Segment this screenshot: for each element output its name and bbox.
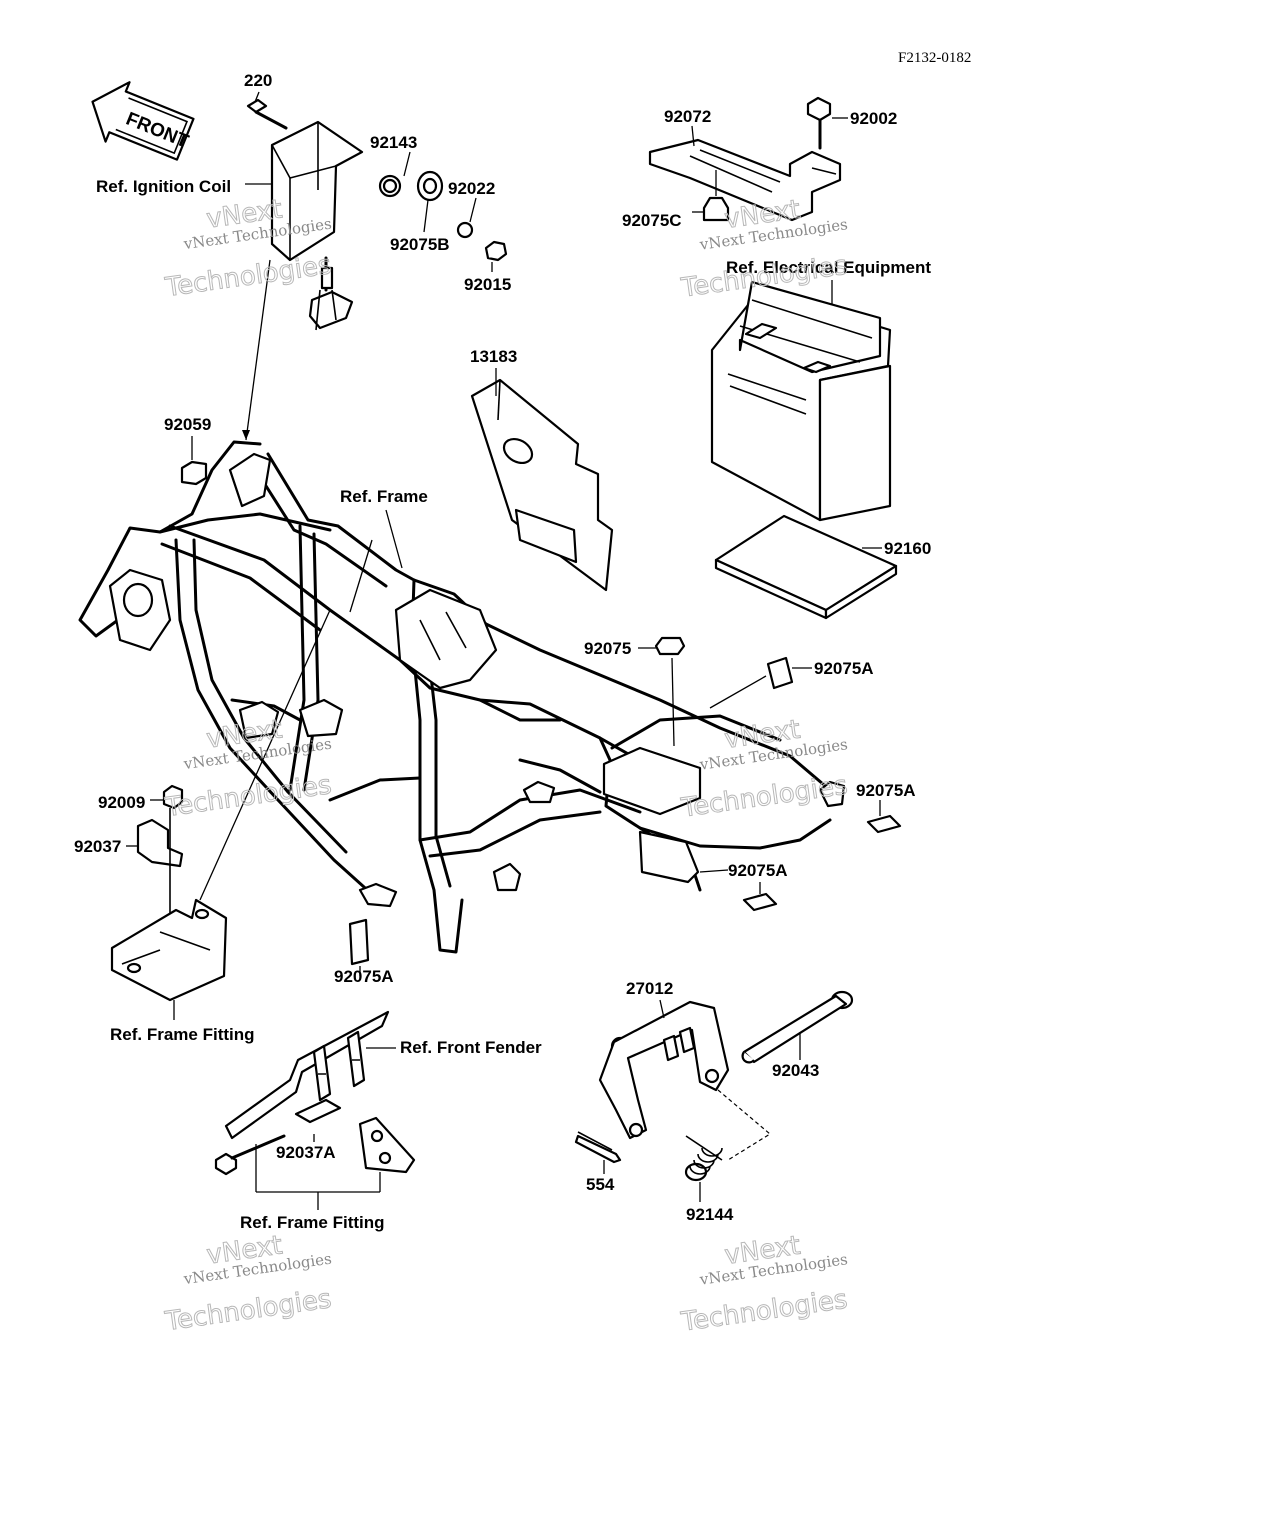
svg-text:Technologies: Technologies — [679, 771, 850, 824]
label-92075C: 92075C — [622, 211, 682, 230]
svg-text:Technologies: Technologies — [163, 770, 334, 823]
svg-text:Technologies: Technologies — [163, 250, 334, 303]
label-92075A-1: 92075A — [814, 659, 874, 678]
figure-code: F2132-0182 — [898, 50, 971, 66]
label-92160: 92160 — [884, 539, 931, 558]
label-554: 554 — [586, 1175, 615, 1194]
label-92022: 92022 — [448, 179, 495, 198]
label-27012: 27012 — [626, 979, 673, 998]
label-92037A: 92037A — [276, 1143, 336, 1162]
label-92015: 92015 — [464, 275, 511, 294]
watermark-bottom-right: vNext vNext Technologies Technologies — [678, 1230, 850, 1338]
label-92037: 92037 — [74, 837, 121, 856]
label-92002: 92002 — [850, 109, 897, 128]
label-92075: 92075 — [584, 639, 631, 658]
ignition-coil-group — [242, 91, 508, 441]
battery-bracket-group — [648, 96, 848, 222]
part-labels: 220 92143 92022 92075B 92015 92072 92002… — [74, 71, 931, 1224]
ref-ignition-coil: Ref. Ignition Coil — [96, 177, 231, 196]
front-arrow-icon: FRONT — [91, 81, 195, 161]
label-92143: 92143 — [370, 133, 417, 152]
main-frame — [78, 440, 846, 954]
label-13183: 13183 — [470, 347, 517, 366]
reference-labels: Ref. Ignition Coil Ref. Electrical Equip… — [96, 177, 931, 1232]
side-stand-group — [574, 990, 854, 1202]
label-92043: 92043 — [772, 1061, 819, 1080]
label-92059: 92059 — [164, 415, 211, 434]
label-92144: 92144 — [686, 1205, 734, 1224]
ref-frame: Ref. Frame — [340, 487, 428, 506]
ref-frame-fitting-1: Ref. Frame Fitting — [110, 1025, 255, 1044]
side-cover-13183 — [470, 368, 614, 592]
ref-frame-fitting-2: Ref. Frame Fitting — [240, 1213, 385, 1232]
svg-text:Technologies: Technologies — [679, 1285, 850, 1338]
front-fender-bracket — [214, 1010, 416, 1210]
label-92075A-2: 92075A — [856, 781, 916, 800]
label-92009: 92009 — [98, 793, 145, 812]
label-92075A-3: 92075A — [728, 861, 788, 880]
ref-front-fender: Ref. Front Fender — [400, 1038, 542, 1057]
dampers-92075 — [348, 636, 902, 976]
ref-electrical-equipment: Ref. Electrical Equipment — [726, 258, 931, 277]
label-220: 220 — [244, 71, 272, 90]
collar-92059 — [180, 460, 208, 486]
label-92072: 92072 — [664, 107, 711, 126]
label-92075A-4: 92075A — [334, 967, 394, 986]
battery — [710, 280, 898, 620]
watermark-bottom-left: vNext vNext Technologies Technologies — [162, 1230, 334, 1338]
svg-text:Technologies: Technologies — [163, 1284, 334, 1337]
label-92075B: 92075B — [390, 235, 450, 254]
front-fitting-group — [110, 609, 331, 1020]
watermark-top-right: vNext vNext Technologies Technologies — [678, 194, 850, 304]
